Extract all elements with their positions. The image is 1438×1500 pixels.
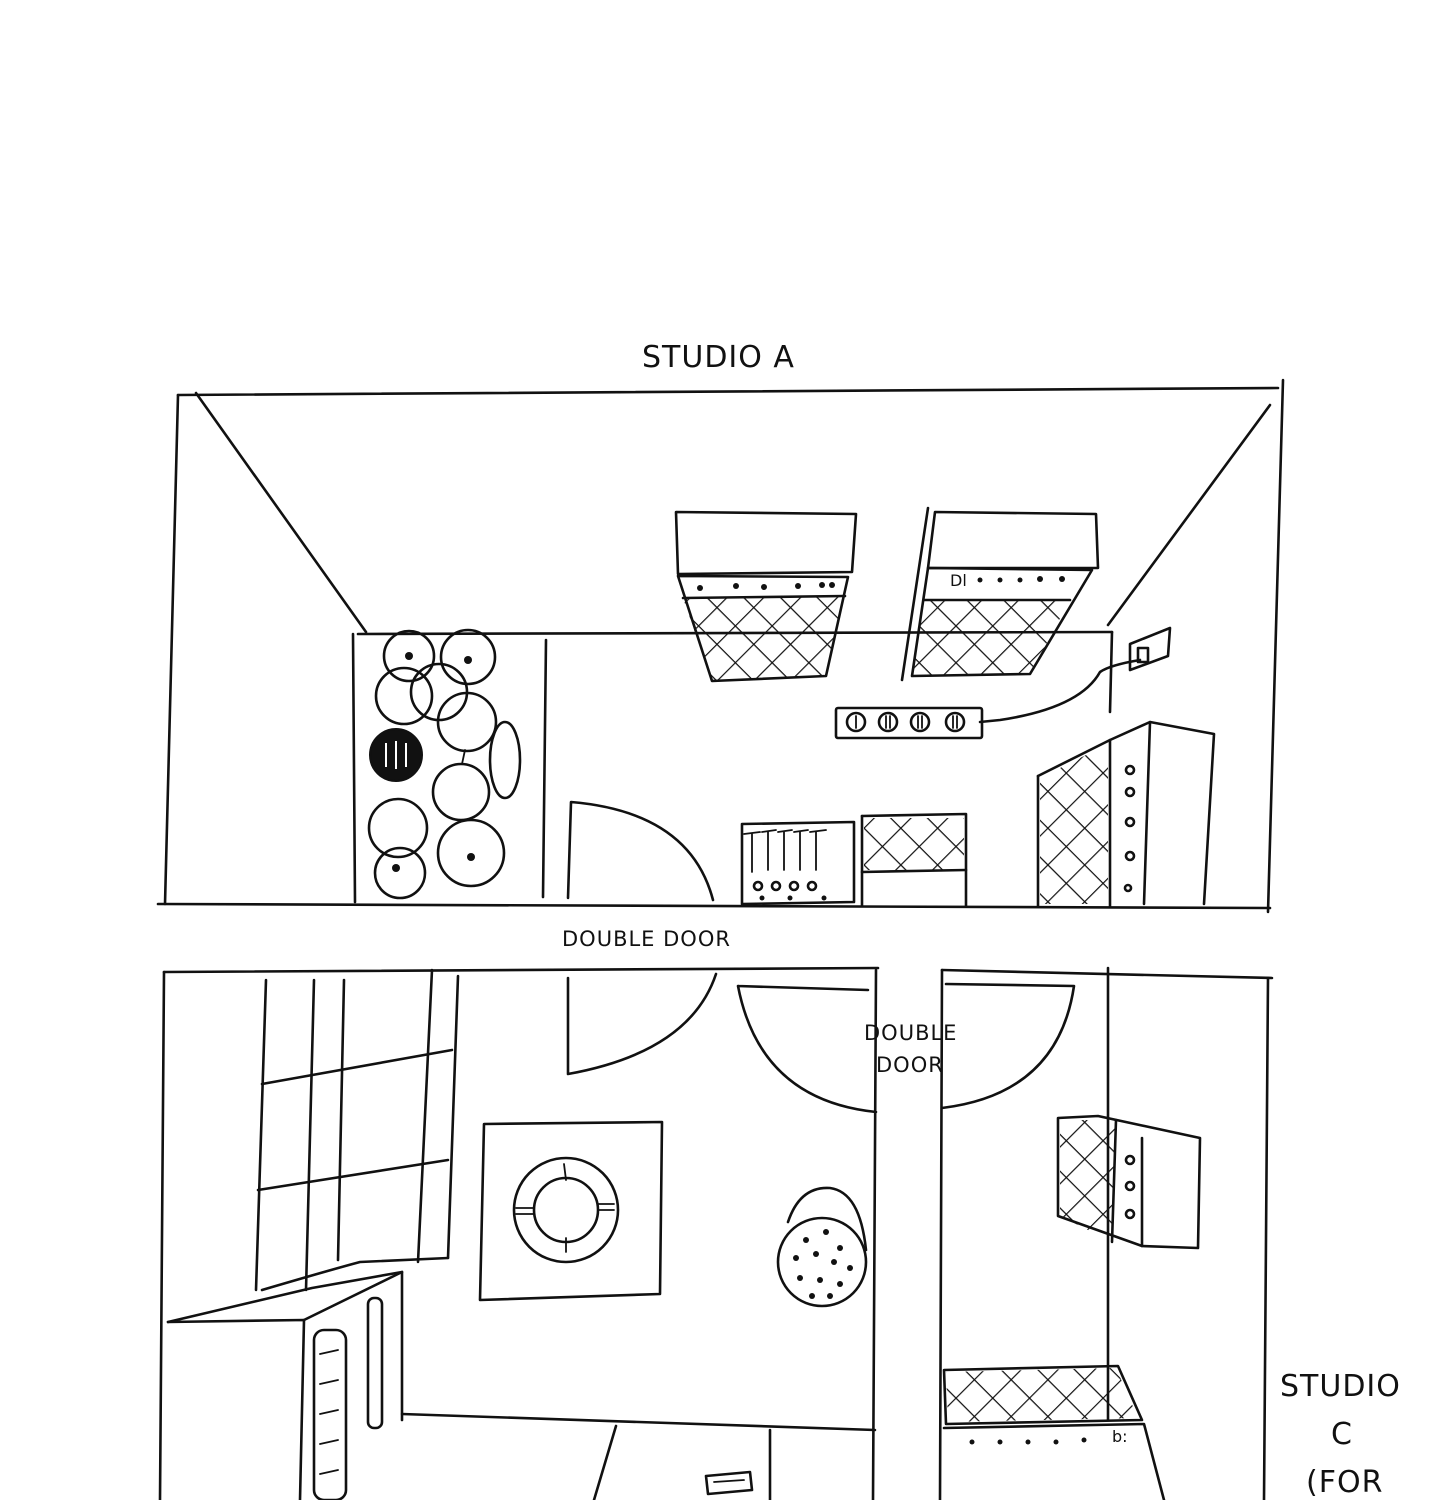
drum-kit	[369, 630, 520, 898]
combo-amp	[1038, 722, 1214, 906]
double-door-label: DOUBLE DOOR	[562, 927, 731, 951]
svg-text:b:: b:	[1112, 1427, 1128, 1446]
studio-c-label-3: (FOR	[1306, 1465, 1383, 1500]
door-swing	[568, 802, 713, 900]
lower-rooms	[160, 968, 1272, 1500]
door-swing-lower-1	[568, 974, 716, 1074]
door-swing-lower-2	[738, 986, 876, 1112]
amp-head-left	[676, 512, 856, 681]
studio-c-amp-lower: b:	[944, 1366, 1164, 1500]
mixer-unit	[742, 822, 854, 904]
speaker-cabinet-small	[862, 814, 966, 906]
studio-c-label-1: STUDIO	[1280, 1369, 1401, 1404]
shelving-unit	[256, 970, 458, 1290]
pedal	[706, 1472, 752, 1494]
door-swing-lower-3	[942, 984, 1074, 1108]
studio-c-amp	[1058, 1116, 1200, 1248]
svg-text:Dl: Dl	[950, 571, 967, 590]
studio-a-label: STUDIO A	[642, 340, 795, 375]
power-strip	[836, 628, 1170, 738]
double-door-label-2a: DOUBLE	[864, 1021, 957, 1045]
studio-c-label-2: C	[1331, 1417, 1353, 1452]
round-speaker	[778, 1188, 866, 1306]
rug-turntable	[480, 1122, 662, 1300]
amp-head-right: Dl	[902, 508, 1098, 680]
radiator-box	[168, 1272, 402, 1500]
double-door-label-2b: DOOR	[876, 1053, 944, 1077]
